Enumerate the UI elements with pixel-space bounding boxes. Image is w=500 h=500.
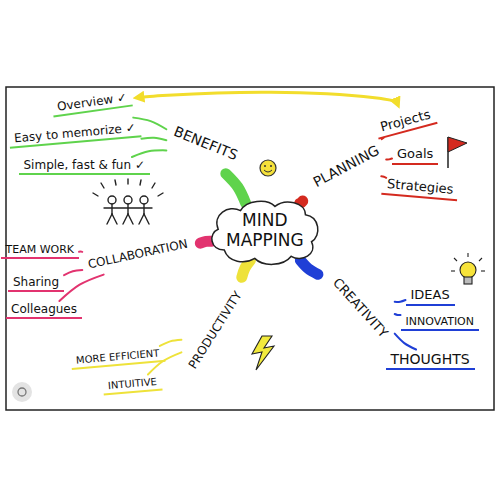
branch-label: PRODUCTIVITY [181, 284, 248, 376]
topic-text: Easy to memorize ✓ [14, 121, 137, 146]
topic-text: Strategies [387, 176, 454, 197]
topic-text: PLANNING [310, 141, 382, 190]
smiley-face [260, 160, 276, 176]
sub-topic: TEAM WORK [1, 242, 80, 259]
sub-topic: Projects [373, 104, 437, 139]
sub-topic: INNOVATION [401, 314, 480, 331]
topic-text: Projects [378, 107, 432, 135]
main-branch [226, 174, 246, 204]
branch-label: COLLABORATION [82, 234, 193, 275]
topic-text: PRODUCTIVITY [185, 289, 244, 372]
sub-branch [395, 334, 416, 350]
lightning-bolt [252, 336, 274, 370]
sub-branch [395, 300, 406, 302]
sub-branch [79, 251, 82, 253]
sub-topic: Overview ✓ [51, 88, 133, 117]
sub-topic: IDEAS [406, 286, 455, 306]
sub-topic: Colleagues [6, 301, 82, 319]
branch-label: CREATIVITY [325, 271, 395, 345]
sub-topic: Goals [392, 145, 438, 165]
sub-topic: THOUGHTS [386, 350, 475, 371]
sub-branch [141, 138, 166, 141]
branch-label: BENEFITS [166, 119, 244, 167]
stick-figures [93, 179, 163, 224]
sub-branch [133, 118, 166, 130]
topic-text: INNOVATION [406, 315, 475, 328]
topic-text: Sharing [13, 275, 59, 289]
branch-label: PLANNING [305, 138, 386, 194]
topic-text: BENEFITS [171, 122, 240, 163]
sub-topic: Simple, fast & fun ✓ [19, 157, 150, 175]
topic-text: Overview ✓ [56, 90, 128, 114]
topic-text: THOUGHTS [391, 351, 470, 368]
topic-text: MIND MAPPING [226, 210, 304, 251]
light-bulb [451, 253, 485, 284]
goal-flag [448, 137, 467, 168]
sub-topic: Sharing [8, 274, 64, 292]
sub-topic: MORE EFFICIENT [70, 346, 165, 370]
topic-text: Colleagues [11, 302, 77, 316]
sub-branch [59, 275, 103, 301]
topic-text: CREATIVITY [329, 275, 391, 341]
main-branch [300, 260, 318, 274]
topic-text: Simple, fast & fun ✓ [24, 158, 145, 172]
sub-topic: Easy to memorize ✓ [8, 119, 141, 149]
central-topic: MIND MAPPING [204, 196, 326, 269]
main-branch [242, 260, 251, 277]
lens-icon [12, 382, 32, 402]
picture-frame [6, 87, 494, 410]
sub-branch [64, 270, 82, 275]
sub-branch [132, 150, 166, 157]
sub-topic: Strategies [381, 175, 459, 201]
topic-text: Goals [397, 146, 433, 162]
link-arrow [137, 92, 397, 104]
sub-branch [381, 176, 386, 177]
topic-text: COLLABORATION [87, 237, 189, 272]
topic-text: INTUITIVE [107, 376, 157, 392]
topic-text: IDEAS [411, 287, 450, 303]
cloud-shape [212, 201, 318, 264]
main-branch [200, 241, 212, 243]
sub-topic: INTUITIVE [102, 374, 162, 395]
topic-text: MORE EFFICIENT [76, 347, 160, 366]
main-branch [300, 201, 303, 204]
topic-text: TEAM WORK [6, 243, 75, 256]
